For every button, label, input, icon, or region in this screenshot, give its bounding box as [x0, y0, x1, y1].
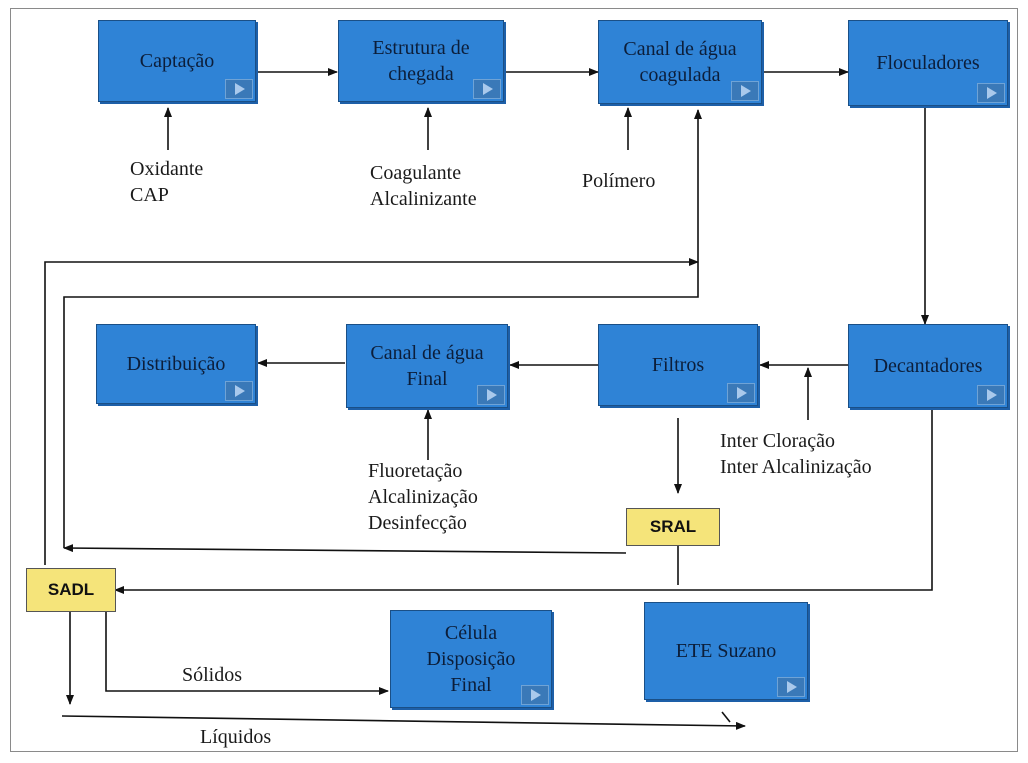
label-polimero: Polímero	[582, 170, 656, 192]
box-estrutura-label: Estrutura de chegada	[372, 37, 470, 85]
box-distribuicao-label: Distribuição	[126, 353, 226, 375]
box-decantadores-label: Decantadores	[873, 355, 983, 377]
box-floculadores: Floculadores	[848, 20, 1008, 106]
box-distribuicao: Distribuição	[96, 324, 256, 404]
box-canal-coagulada: Canal de água coagulada	[598, 20, 762, 104]
play-icon	[731, 81, 759, 101]
play-icon	[727, 383, 755, 403]
box-celula-disposicao: Célula Disposição Final	[390, 610, 552, 708]
arrow-sadl-loop-inner	[63, 109, 702, 548]
arrow-ete-tick	[721, 711, 731, 723]
box-captacao-label: Captação	[139, 50, 215, 72]
box-captacao: Captação	[98, 20, 256, 102]
label-inter: Inter Cloração Inter Alcalinização	[720, 430, 872, 478]
play-icon	[977, 385, 1005, 405]
play-icon	[477, 385, 505, 405]
label-fluoretacao: Fluoretação Alcalinização Desinfecção	[368, 460, 478, 534]
arrow-solidos	[105, 612, 389, 695]
box-floculadores-label: Floculadores	[876, 52, 980, 74]
box-canal-coagulada-label: Canal de água coagulada	[623, 38, 737, 86]
box-filtros-label: Filtros	[651, 354, 705, 376]
label-liquidos: Líquidos	[200, 726, 272, 748]
play-icon	[777, 677, 805, 697]
play-icon	[225, 381, 253, 401]
box-sral: SRAL	[626, 508, 720, 546]
box-canal-final-label: Canal de água Final	[370, 342, 484, 390]
box-celula-label: Célula Disposição Final	[426, 622, 516, 696]
arrow-liquidos	[61, 715, 746, 730]
arrow-sral-recirculation	[63, 544, 627, 554]
box-decantadores: Decantadores	[848, 324, 1008, 408]
box-ete-suzano: ETE Suzano	[644, 602, 808, 700]
arrow-sadl-loop-outer	[44, 258, 699, 565]
label-coagulante-alcalinizante: Coagulante Alcalinizante	[370, 162, 477, 210]
box-sadl-label: SADL	[47, 580, 95, 599]
play-icon	[473, 79, 501, 99]
arrow-decantadores-sadl	[114, 408, 933, 594]
box-filtros: Filtros	[598, 324, 758, 406]
play-icon	[521, 685, 549, 705]
label-oxidante-cap: Oxidante CAP	[130, 158, 204, 206]
box-canal-final: Canal de água Final	[346, 324, 508, 408]
box-ete-label: ETE Suzano	[675, 640, 777, 662]
label-solidos: Sólidos	[182, 664, 243, 686]
box-sral-label: SRAL	[649, 517, 697, 536]
box-estrutura-chegada: Estrutura de chegada	[338, 20, 504, 102]
play-icon	[225, 79, 253, 99]
play-icon	[977, 83, 1005, 103]
diagram-frame	[10, 8, 1018, 752]
box-sadl: SADL	[26, 568, 116, 612]
